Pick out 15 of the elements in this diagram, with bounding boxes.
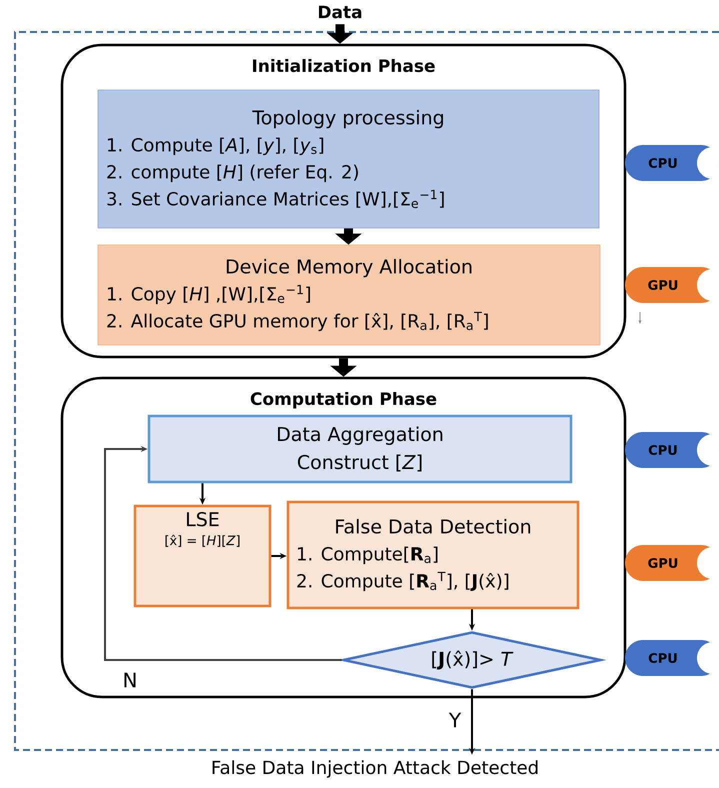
process-box: Topology processing 1. Compute [A], [y], [y$_{s}$] 2. compute [H] (refer Eq. 2) 3. Set Covariance Matrices [W],[Σ$_{e}$$^{−1}$] [98, 90, 600, 228]
gpu-pill: GPU [625, 267, 719, 303]
output-label: False Data Injection Attack Detected [212, 760, 538, 778]
process-box: Device Memory Allocation 1. Copy [H] ,[W],[Σ$_{e}$$^{−1}$] 2. Allocate GPU memory for [x̂], [R$_{a}$], [R$_{a}$$^{T}$] [98, 244, 600, 346]
arrow [104, 446, 342, 661]
cpu-pill: CPU [625, 432, 719, 468]
process-box: False Data Detection 1. Compute[R$_{a}$] 2. Compute [R$_{a}$$^{T}$], [J(x̂)] [286, 500, 580, 610]
process-box: Data Aggregation Construct [Z] [148, 414, 572, 484]
cpu-pill: CPU [625, 145, 719, 181]
process-box: LSE [x̂] = [H][Z] [134, 504, 272, 608]
input-label: Data [318, 6, 362, 18]
edge-label: N [122, 672, 138, 688]
edge-label: Y [448, 712, 462, 728]
cpu-pill: CPU [625, 640, 719, 676]
gpu-pill: GPU [625, 545, 719, 581]
